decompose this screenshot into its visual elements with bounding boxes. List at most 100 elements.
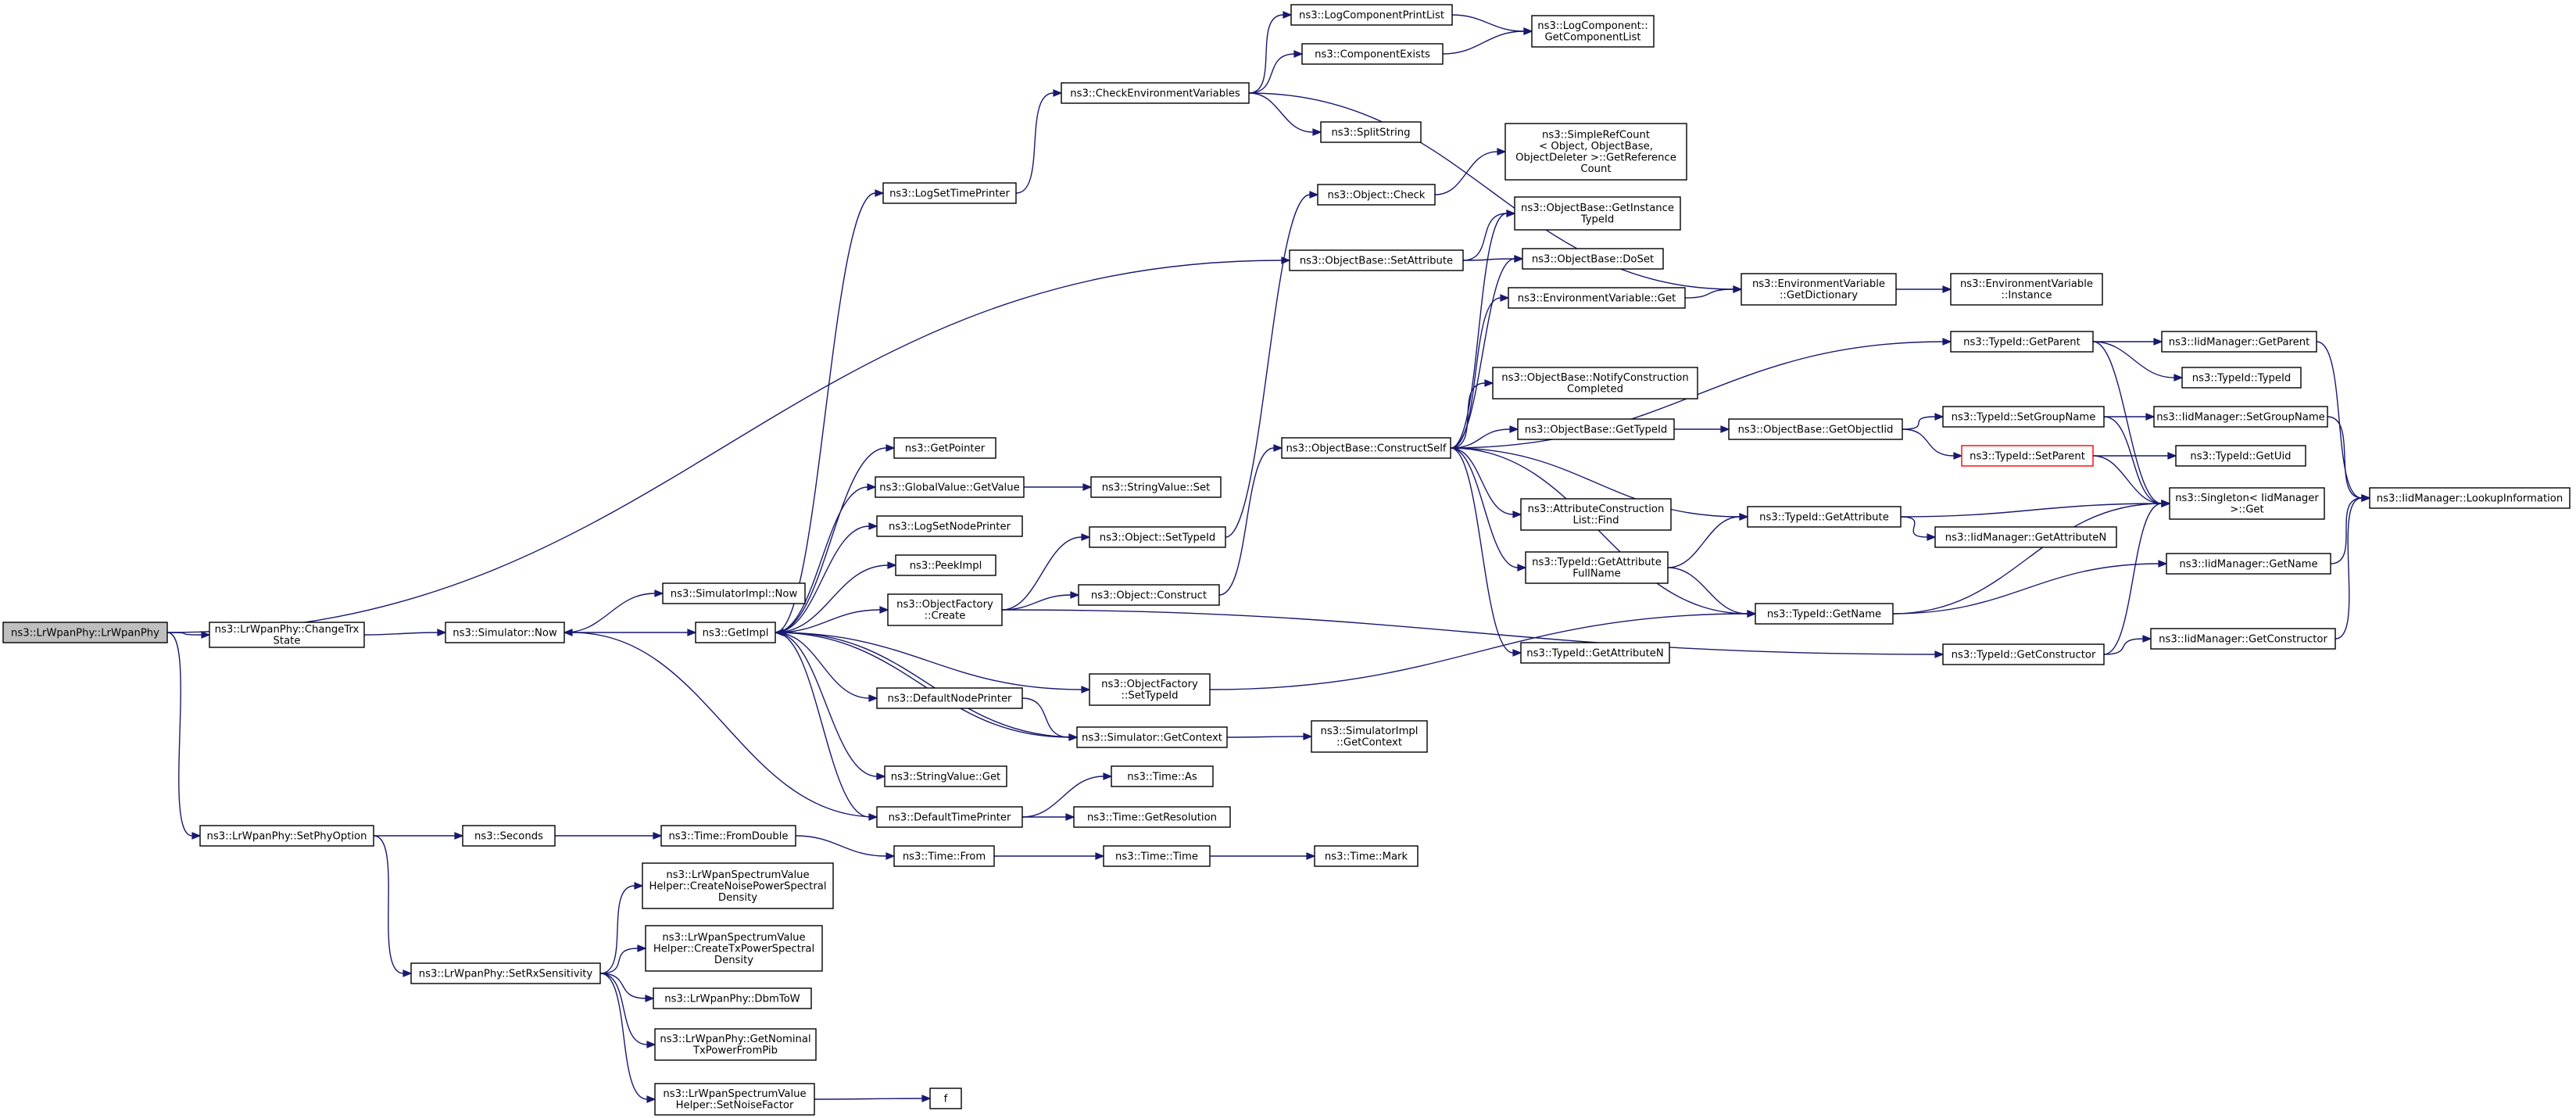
node-iidgetparent[interactable]: ns3::IidManager::GetParent [2161, 331, 2317, 353]
edge-arrowhead [2361, 494, 2371, 502]
edge-line [814, 1098, 923, 1100]
node-ofsettypeid[interactable]: ns3::ObjectFactory::SetTypeId [1089, 673, 1211, 706]
edge-getimpl-to-logsetnodeprinter [775, 522, 878, 633]
node-setrxsens[interactable]: ns3::LrWpanPhy::SetRxSensitivity [410, 962, 601, 984]
node-createnoise[interactable]: ns3::LrWpanSpectrumValueHelper::CreateNo… [642, 862, 834, 909]
node-tidsetgroupname[interactable]: ns3::TypeId::SetGroupName [1942, 406, 2105, 428]
node-lookupinfo[interactable]: ns3::IidManager::LookupInformation [2369, 487, 2571, 509]
node-logsettimeprinter[interactable]: ns3::LogSetTimePrinter [882, 182, 1017, 204]
node-label: ns3::StringValue::Set [1102, 482, 1211, 493]
node-tidgetuid[interactable]: ns3::TypeId::GetUid [2175, 445, 2306, 467]
node-envgetdict[interactable]: ns3::EnvironmentVariable::GetDictionary [1741, 273, 1897, 306]
node-splitstring[interactable]: ns3::SplitString [1320, 121, 1422, 143]
edge-line [1450, 428, 1511, 449]
node-label: ns3::IidManager::GetName [2179, 558, 2317, 570]
node-timetime[interactable]: ns3::Time::Time [1103, 845, 1211, 867]
node-setnoisefactor[interactable]: ns3::LrWpanSpectrumValueHelper::SetNoise… [654, 1083, 815, 1116]
node-obgettypeid[interactable]: ns3::ObjectBase::GetTypeId [1517, 418, 1675, 440]
edge-arrowhead [1934, 650, 1945, 658]
node-compexists[interactable]: ns3::ComponentExists [1301, 43, 1444, 65]
node-obnotify[interactable]: ns3::ObjectBase::NotifyConstructionCompl… [1492, 367, 1698, 400]
node-simgetcontext[interactable]: ns3::Simulator::GetContext [1076, 726, 1228, 748]
node-timemark[interactable]: ns3::Time::Mark [1314, 845, 1419, 867]
node-tidsetparent[interactable]: ns3::TypeId::SetParent [1961, 445, 2094, 467]
node-checkenv[interactable]: ns3::CheckEnvironmentVariables [1061, 82, 1250, 104]
edge-arrowhead [1095, 852, 1105, 860]
node-simnow[interactable]: ns3::Simulator::Now [445, 622, 565, 643]
edge-iidgetname-to-lookupinfo [2330, 494, 2371, 564]
node-envget[interactable]: ns3::EnvironmentVariable::Get [1508, 287, 1686, 309]
node-label: ns3::EnvironmentVariable [1960, 278, 2093, 290]
node-tidgetname[interactable]: ns3::TypeId::GetName [1755, 603, 1894, 625]
edge-line [363, 632, 438, 636]
node-tidgetattribute[interactable]: ns3::TypeId::GetAttribute [1747, 506, 1902, 528]
node-tidgetparent[interactable]: ns3::TypeId::GetParent [1950, 331, 2094, 353]
node-strvalget[interactable]: ns3::StringValue::Get [884, 765, 1007, 787]
edge-timefromdouble-to-timefrom [795, 835, 896, 860]
edge-obconstructself-to-tidgetattrfullname [1450, 447, 1527, 572]
edge-getimpl-to-gvgetvalue [775, 483, 877, 633]
node-dbmtow[interactable]: ns3::LrWpanPhy::DbmToW [653, 987, 812, 1009]
node-box [654, 1028, 817, 1061]
node-iidgetattributen[interactable]: ns3::IidManager::GetAttributeN [1934, 526, 2117, 548]
node-objsettypeid[interactable]: ns3::Object::SetTypeId [1089, 526, 1226, 548]
edge-arrowhead [1733, 285, 1743, 293]
node-envinstance[interactable]: ns3::EnvironmentVariable::Instance [1950, 273, 2103, 306]
node-iidgetname[interactable]: ns3::IidManager::GetName [2166, 553, 2331, 575]
node-label: ns3::TypeId::GetParent [1963, 336, 2080, 348]
node-box [1311, 720, 1428, 753]
node-gvgetvalue[interactable]: ns3::GlobalValue::GetValue [875, 476, 1025, 498]
node-seconds[interactable]: ns3::Seconds [462, 825, 556, 847]
node-timegetres[interactable]: ns3::Time::GetResolution [1073, 806, 1231, 828]
node-label: ns3::DefaultNodePrinter [888, 693, 1013, 704]
node-defaulttimeprinter[interactable]: ns3::DefaultTimePrinter [876, 806, 1023, 828]
node-peekimpl[interactable]: ns3::PeekImpl [895, 554, 996, 576]
node-ofcreate[interactable]: ns3::ObjectFactory::Create [887, 593, 1003, 626]
node-simplerefcount[interactable]: ns3::SimpleRefCount< Object, ObjectBase,… [1504, 123, 1687, 181]
node-simimplgetcontext[interactable]: ns3::SimulatorImpl::GetContext [1311, 720, 1428, 753]
node-singletonget[interactable]: ns3::Singleton< IidManager>::Get [2169, 487, 2325, 520]
node-setphyoption[interactable]: ns3::LrWpanPhy::SetPhyOption [199, 825, 374, 847]
node-label: ns3::ObjectBase::GetInstance [1521, 202, 1674, 214]
node-timeas[interactable]: ns3::Time::As [1111, 765, 1214, 787]
node-logcompprintlist[interactable]: ns3::LogComponentPrintList [1290, 4, 1453, 26]
node-label: ns3::LogComponentPrintList [1299, 9, 1444, 21]
node-timefromdouble[interactable]: ns3::Time::FromDouble [660, 825, 796, 847]
node-box [445, 622, 565, 643]
node-objcheck[interactable]: ns3::Object::Check [1317, 184, 1436, 206]
node-box [1508, 287, 1686, 309]
node-getimpl[interactable]: ns3::GetImpl [695, 622, 776, 643]
node-iidgetconstructor[interactable]: ns3::IidManager::GetConstructor [2150, 628, 2336, 650]
node-createtx[interactable]: ns3::LrWpanSpectrumValueHelper::CreateTx… [645, 925, 823, 972]
node-simimplnow[interactable]: ns3::SimulatorImpl::Now [662, 582, 806, 604]
node-label: ns3::Object::SetTypeId [1100, 532, 1216, 543]
node-label: ::Create [925, 611, 966, 622]
node-label: ns3::ObjectBase::SetAttribute [1300, 255, 1453, 267]
node-obdoset[interactable]: ns3::ObjectBase::DoSet [1522, 248, 1664, 270]
node-tidtypeid[interactable]: ns3::TypeId::TypeId [2181, 367, 2302, 389]
node-objconstruct[interactable]: ns3::Object::Construct [1078, 584, 1220, 606]
node-f[interactable]: f [929, 1088, 962, 1109]
node-tidgetattributen[interactable]: ns3::TypeId::GetAttributeN [1520, 642, 1670, 664]
edge-obconstructself-to-tidgetattributen [1450, 447, 1522, 657]
node-obconstructself[interactable]: ns3::ObjectBase::ConstructSelf [1281, 437, 1451, 459]
node-strvalset[interactable]: ns3::StringValue::Set [1090, 476, 1222, 498]
node-timefrom[interactable]: ns3::Time::From [893, 845, 995, 867]
node-obsetattribute[interactable]: ns3::ObjectBase::SetAttribute [1289, 249, 1464, 271]
node-getpointer[interactable]: ns3::GetPointer [893, 437, 996, 459]
node-logsetnodeprinter[interactable]: ns3::LogSetNodePrinter [876, 515, 1023, 537]
node-getcomplist[interactable]: ns3::LogComponent::GetComponentList [1531, 15, 1655, 48]
node-defaultnodeprinter[interactable]: ns3::DefaultNodePrinter [876, 687, 1023, 709]
node-obgetobjectiid[interactable]: ns3::ObjectBase::GetObjectIid [1728, 418, 1903, 440]
edge-line [1900, 516, 1928, 538]
node-tidgetconstructor[interactable]: ns3::TypeId::GetConstructor [1942, 643, 2105, 665]
edge-simgetcontext-to-simimplgetcontext [1226, 733, 1313, 740]
node-lrwpanphy[interactable]: ns3::LrWpanPhy::LrWpanPhy [2, 622, 168, 643]
edge-obconstructself-to-attrconslistfind [1450, 447, 1522, 518]
node-iidsetgroupname[interactable]: ns3::IidManager::SetGroupName [2153, 406, 2328, 428]
